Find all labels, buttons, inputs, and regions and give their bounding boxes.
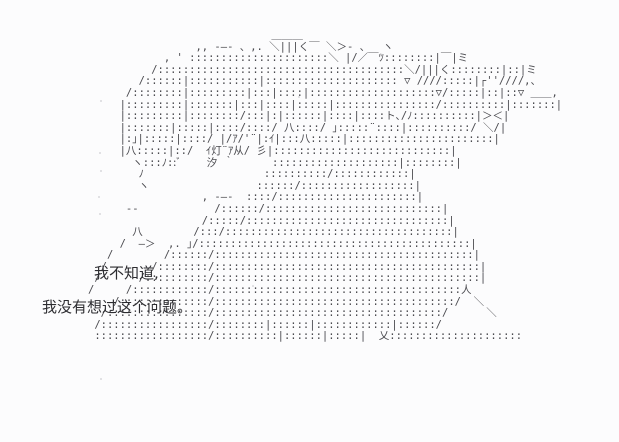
speckle-dot [252,285,254,287]
speckle-dot [99,152,101,154]
speckle-dot [196,264,198,266]
dialogue-line-1: 我不知道, [94,264,159,282]
speckle-dot [298,96,300,98]
speckle-dot [100,170,102,172]
speckle-dot [99,213,101,215]
speckle-dot [98,196,100,198]
ascii-art-figure: ＿＿＿ ,, -―- 、,. ＼|||く￣ ＼＞- 、 ヽ , ' ::::::… [88,29,563,343]
dialogue-line-2: 我没有想过这个问题。 [42,298,193,316]
dialogue-block: 我不知道, 我没有想过这个问题。 [42,256,272,324]
speckle-dot [100,378,102,380]
speckle-dot [100,100,102,102]
